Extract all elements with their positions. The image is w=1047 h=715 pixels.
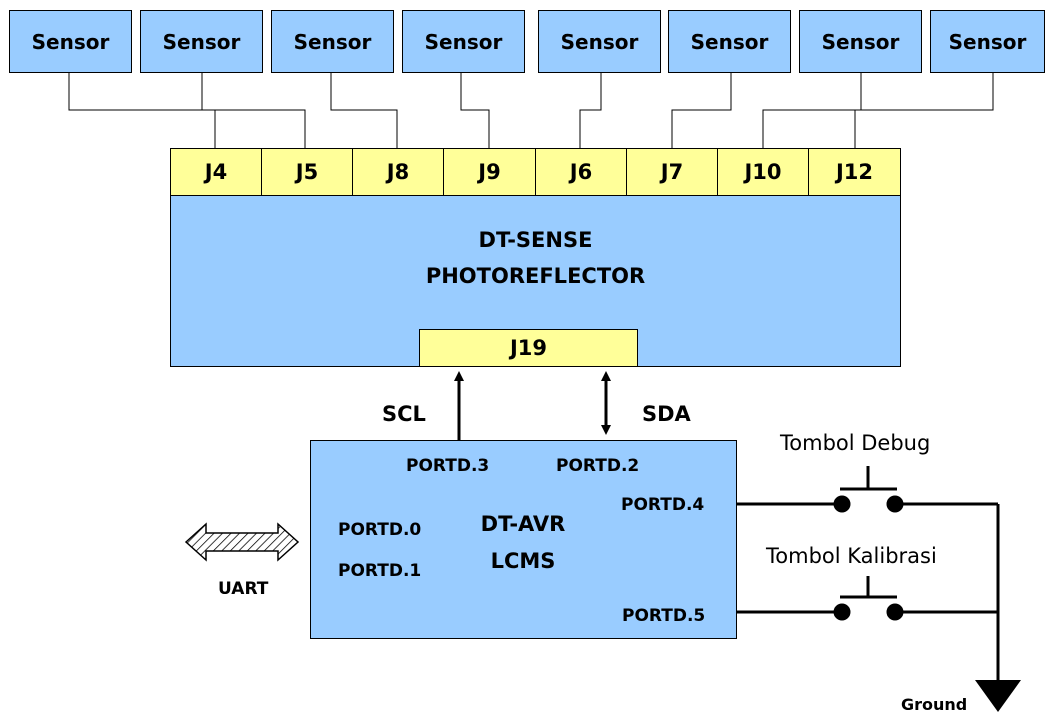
portd3-label: PORTD.3 [406, 456, 490, 476]
ground-label: Ground [901, 695, 968, 714]
photoreflector-subtitle: PHOTOREFLECTOR [425, 264, 646, 288]
scl-label: SCL [382, 402, 426, 426]
portd2-label: PORTD.2 [556, 456, 640, 476]
i2c-bus [454, 371, 611, 440]
sensor-wires [68, 73, 994, 148]
connector-j7: J7 [626, 148, 718, 196]
photoreflector-title: DT-SENSE [478, 228, 593, 252]
sda-label: SDA [642, 402, 691, 426]
calibrate-button-label: Tombol Kalibrasi [766, 544, 937, 568]
connector-j12: J12 [808, 148, 901, 196]
portd1-label: PORTD.1 [338, 561, 422, 581]
uart-label: UART [218, 579, 269, 599]
connector-j5: J5 [261, 148, 353, 196]
uart-arrow [184, 522, 300, 562]
debug-button-label: Tombol Debug [780, 431, 931, 455]
connector-j19: J19 [419, 329, 638, 367]
sensor-block: Sensor [668, 10, 791, 73]
button-calibrate-symbol [833, 576, 904, 621]
sensor-block: Sensor [140, 10, 263, 73]
sensor-block: Sensor [402, 10, 525, 73]
connector-j4: J4 [170, 148, 262, 196]
button-wires [737, 502, 1000, 680]
avr-block [310, 440, 737, 639]
portd5-label: PORTD.5 [622, 606, 706, 626]
connector-j10: J10 [717, 148, 809, 196]
sensor-block: Sensor [799, 10, 922, 73]
connector-j9: J9 [443, 148, 536, 196]
button-debug-symbol [833, 466, 904, 513]
ground-symbol [975, 680, 1021, 712]
avr-subtitle: LCMS [490, 549, 556, 573]
sensor-block: Sensor [538, 10, 661, 73]
sensor-block: Sensor [271, 10, 394, 73]
connector-j8: J8 [352, 148, 444, 196]
portd0-label: PORTD.0 [338, 520, 422, 540]
connector-j6: J6 [535, 148, 627, 196]
sensor-block: Sensor [9, 10, 132, 73]
sensor-block: Sensor [930, 10, 1045, 73]
portd4-label: PORTD.4 [621, 495, 705, 515]
avr-title: DT-AVR [480, 512, 566, 536]
